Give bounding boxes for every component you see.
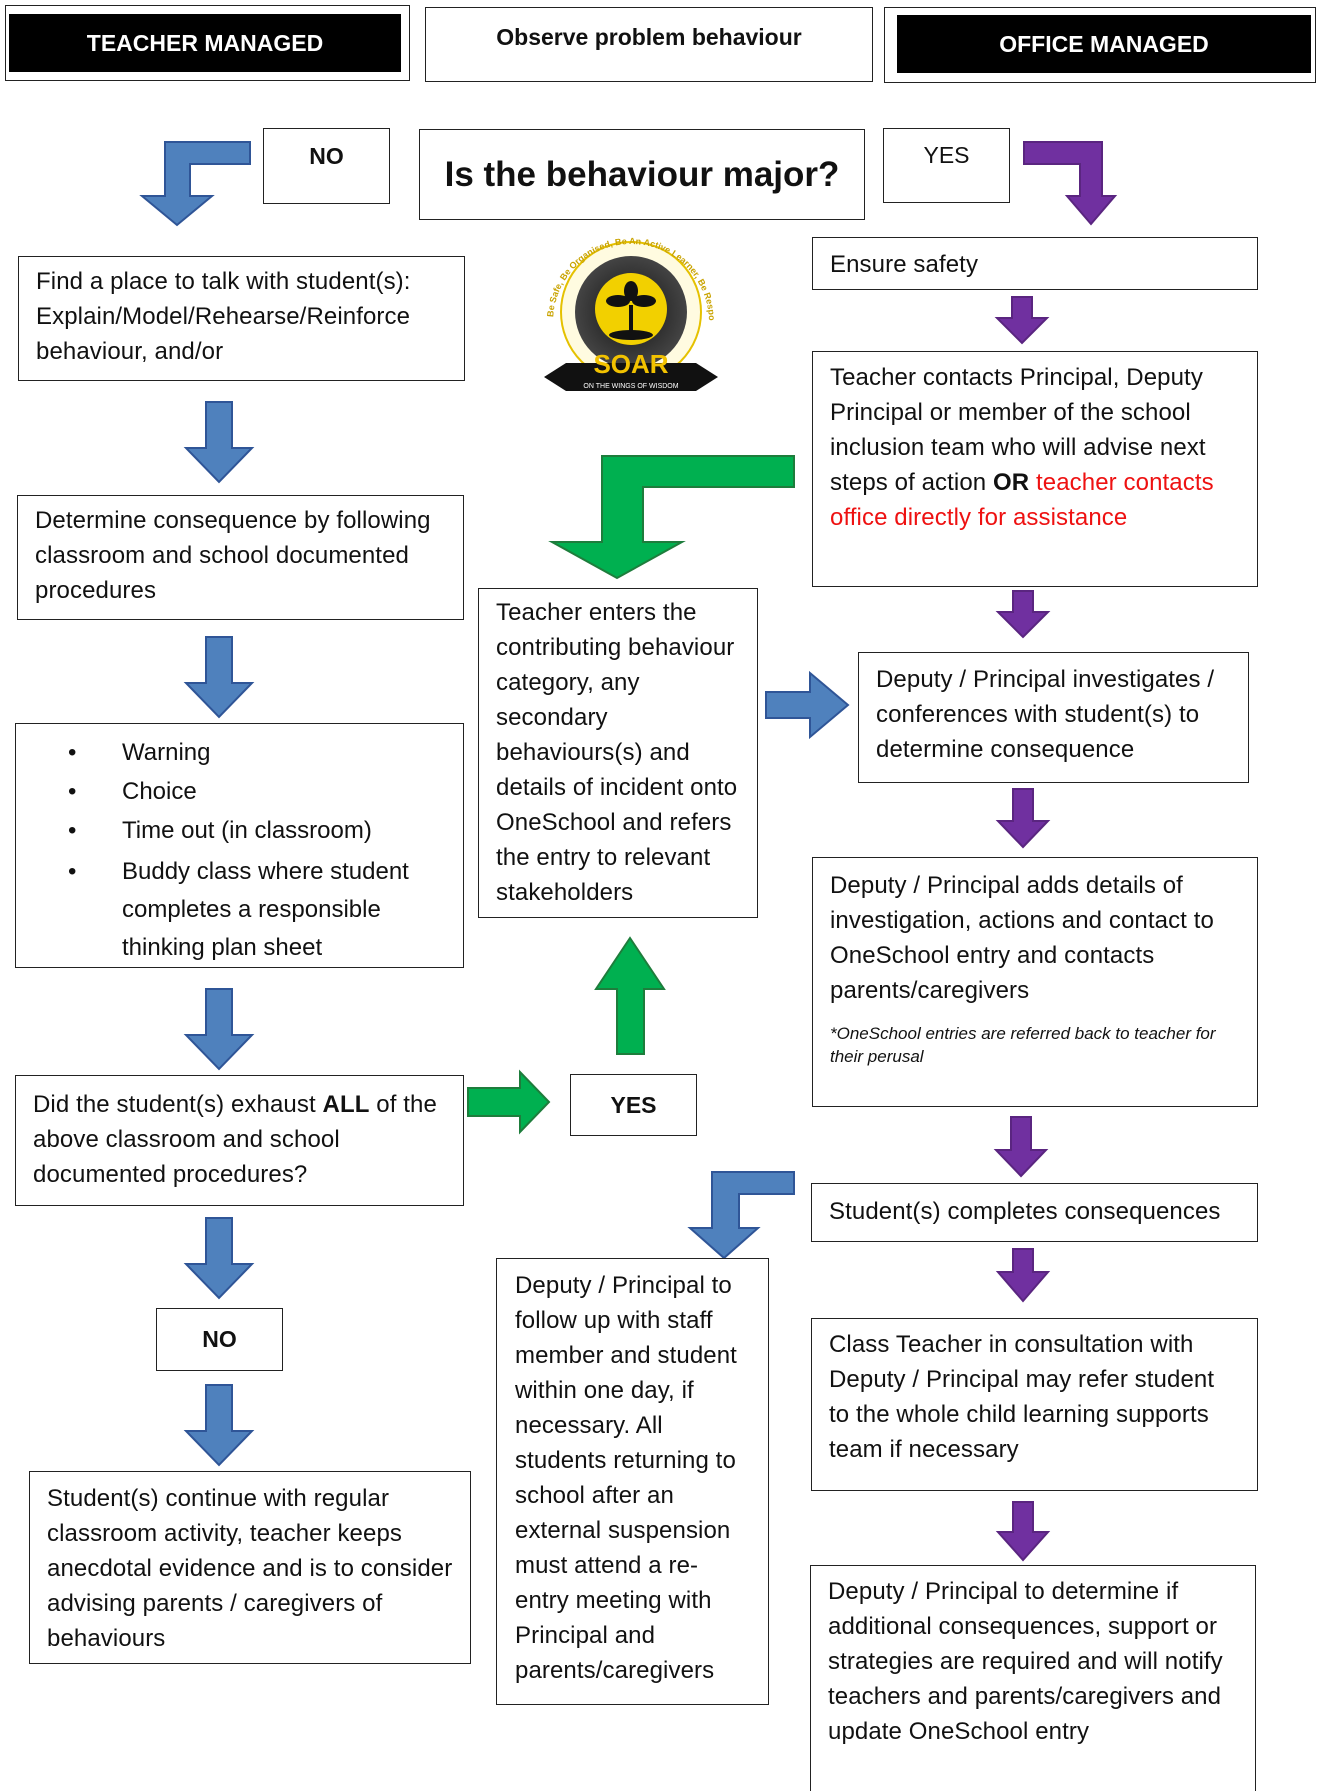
purple-down-2 [995, 590, 1051, 639]
option-time-out: Time out (in classroom) [16, 814, 446, 848]
adds-details-note: *OneSchool entries are referred back to … [830, 1024, 1216, 1066]
green-up-arrow [594, 936, 666, 1055]
exhaust-no-label: NO [202, 1326, 237, 1352]
ensure-safety-text: Ensure safety [830, 251, 979, 278]
right-arrow-investigate [765, 670, 850, 740]
consequence-options-list: Warning Choice Time out (in classroom) B… [16, 736, 446, 967]
exhaust-post: of the above classroom and school docume… [33, 1091, 437, 1188]
option-warning: Warning [16, 736, 446, 770]
determine-additional-box: Deputy / Principal to determine if addit… [810, 1565, 1256, 1791]
yes-bent-arrow [1023, 141, 1118, 226]
logo-motto: ON THE WINGS OF WISDOM [583, 383, 678, 390]
purple-down-4 [993, 1116, 1049, 1178]
adds-details-text: Deputy / Principal adds details of inves… [830, 872, 1214, 1004]
determine-consequence-text: Determine consequence by following class… [35, 507, 431, 604]
teacher-contacts-text: Teacher contacts Principal, Deputy Princ… [830, 360, 1240, 535]
ensure-safety-box: Ensure safety [812, 237, 1258, 290]
soar-logo: Be Safe, Be Organised, Be An Active Lear… [536, 227, 718, 391]
no-label: NO [309, 143, 344, 169]
purple-down-3 [995, 788, 1051, 849]
down-arrow-3 [183, 988, 255, 1071]
exhaust-question-box: Did the student(s) exhaust ALL of the ab… [15, 1075, 464, 1206]
purple-down-1 [994, 296, 1050, 345]
logo-ribbon [544, 363, 718, 391]
continue-activity-text: Student(s) continue with regular classro… [47, 1485, 453, 1652]
observe-label: Observe problem behaviour [496, 24, 802, 50]
contacts-pre: Teacher contacts Principal, Deputy Princ… [830, 364, 1206, 496]
exhaust-yes-label: YES [610, 1091, 657, 1118]
exhaust-yes-box: YES [570, 1074, 697, 1136]
class-teacher-box: Class Teacher in consultation with Deput… [811, 1318, 1258, 1491]
no-label-box: NO [263, 128, 390, 204]
consequence-options-box: Warning Choice Time out (in classroom) B… [15, 723, 464, 968]
option-choice: Choice [16, 775, 446, 809]
teacher-managed-banner: TEACHER MANAGED [5, 5, 410, 81]
determine-additional-text: Deputy / Principal to determine if addit… [828, 1578, 1223, 1745]
down-arrow-2 [183, 636, 255, 719]
completes-consequences-text: Student(s) completes consequences [829, 1198, 1221, 1225]
follow-up-bent-arrow [687, 1171, 795, 1260]
down-arrow-1 [183, 401, 255, 484]
contacts-or: OR [993, 469, 1030, 496]
determine-consequence-box: Determine consequence by following class… [17, 495, 464, 620]
teacher-managed-label: TEACHER MANAGED [9, 14, 401, 72]
exhaust-bold: ALL [322, 1091, 370, 1118]
follow-up-box: Deputy / Principal to follow up with sta… [496, 1258, 769, 1705]
follow-up-text: Deputy / Principal to follow up with sta… [515, 1272, 737, 1684]
down-arrow-4 [183, 1217, 255, 1300]
purple-down-6 [995, 1501, 1051, 1562]
down-arrow-5 [183, 1384, 255, 1467]
green-right-arrow [467, 1069, 551, 1135]
teacher-enters-text: Teacher enters the contributing behaviou… [496, 599, 738, 906]
talk-text: Find a place to talk with student(s): Ex… [36, 268, 411, 365]
continue-activity-box: Student(s) continue with regular classro… [29, 1471, 471, 1664]
talk-box: Find a place to talk with student(s): Ex… [18, 256, 465, 381]
no-bent-arrow [139, 141, 251, 227]
investigates-text: Deputy / Principal investigates / confer… [876, 666, 1215, 763]
decision-question: Is the behaviour major? [444, 154, 840, 194]
adds-details-box: Deputy / Principal adds details of inves… [812, 857, 1258, 1107]
yes-label: YES [923, 142, 970, 168]
logo-plant-icon [606, 281, 656, 340]
observe-box: Observe problem behaviour [425, 7, 873, 82]
investigates-box: Deputy / Principal investigates / confer… [858, 652, 1249, 783]
office-managed-label: OFFICE MANAGED [897, 15, 1311, 73]
teacher-enters-box: Teacher enters the contributing behaviou… [478, 588, 758, 918]
green-bent-arrow [548, 455, 795, 580]
exhaust-pre: Did the student(s) exhaust [33, 1091, 323, 1118]
logo-banner-text: SOAR [593, 349, 668, 379]
office-managed-banner: OFFICE MANAGED [884, 7, 1316, 83]
teacher-contacts-box: Teacher contacts Principal, Deputy Princ… [812, 351, 1258, 587]
purple-down-5 [995, 1248, 1051, 1303]
contacts-red: teacher contacts office directly for ass… [830, 469, 1214, 531]
class-teacher-text: Class Teacher in consultation with Deput… [829, 1331, 1215, 1463]
option-buddy-class: Buddy class where student completes a re… [16, 853, 446, 967]
yes-label-box: YES [883, 128, 1010, 203]
completes-consequences-box: Student(s) completes consequences [811, 1183, 1258, 1242]
exhaust-no-box: NO [156, 1308, 283, 1371]
exhaust-question-text: Did the student(s) exhaust ALL of the ab… [33, 1087, 446, 1192]
decision-question-box: Is the behaviour major? [419, 129, 865, 220]
